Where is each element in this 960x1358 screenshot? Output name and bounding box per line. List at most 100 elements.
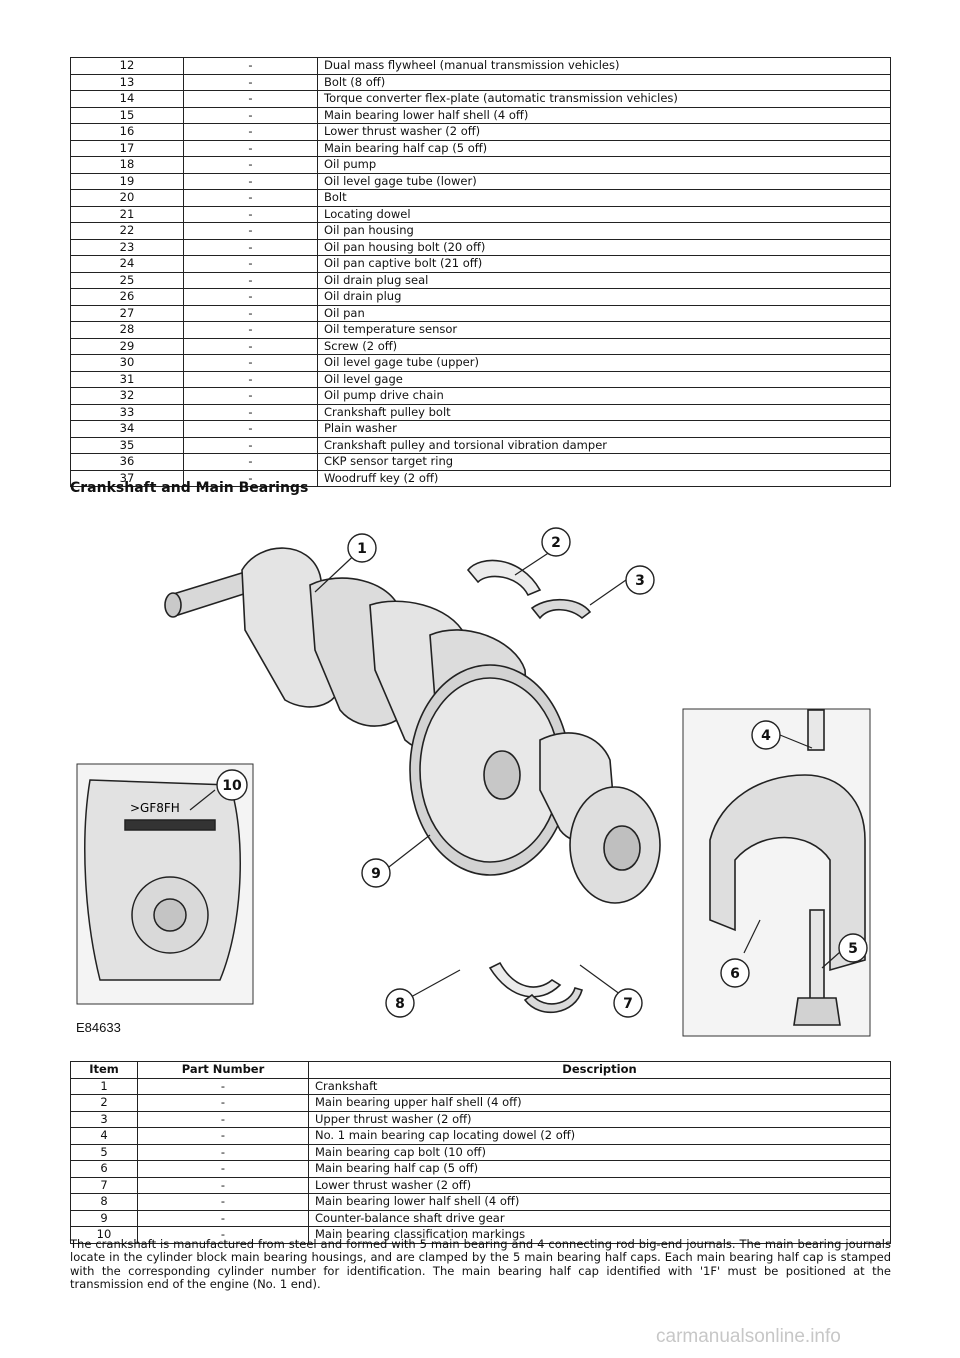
table-row: 34-Plain washer [70,420,891,438]
table-row: 14-Torque converter flex-plate (automati… [70,90,891,108]
description-cell: Crankshaft pulley bolt [317,403,891,421]
table-row: 30-Oil level gage tube (upper) [70,354,891,372]
table-row: 16-Lower thrust washer (2 off) [70,123,891,141]
part-number-cell: - [137,1077,309,1095]
table-row: 29-Screw (2 off) [70,337,891,355]
table-row: 22-Oil pan housing [70,222,891,240]
part-number-cell: - [183,304,318,322]
item-number-cell: 27 [70,304,184,322]
part-number-cell: - [183,420,318,438]
description-cell: Oil pump drive chain [317,387,891,405]
part-number-cell: - [137,1193,309,1211]
item-number-cell: 26 [70,288,184,306]
callout-label: 10 [222,778,242,794]
table-row: 3-Upper thrust washer (2 off) [70,1110,891,1128]
item-number-cell: 6 [70,1160,138,1178]
part-number-cell: - [183,205,318,223]
part-number-cell: - [137,1209,309,1227]
description-cell: Oil drain plug [317,288,891,306]
item-number-cell: 20 [70,189,184,207]
table-row: 1-Crankshaft [70,1077,891,1095]
part-number-cell: - [183,453,318,471]
description-cell: Bolt (8 off) [317,73,891,91]
table-row: 27-Oil pan [70,304,891,322]
callout-label: 7 [623,996,633,1012]
part-number-cell: - [183,403,318,421]
description-cell: Main bearing lower half shell (4 off) [317,106,891,124]
part-number-cell: - [183,123,318,141]
figure-id: E84633 [76,1020,121,1035]
table-row: 19-Oil level gage tube (lower) [70,172,891,190]
item-number-cell: 14 [70,90,184,108]
table-row: 6-Main bearing half cap (5 off) [70,1160,891,1178]
item-number-cell: 34 [70,420,184,438]
crankshaft-drawing [164,547,661,904]
item-number-cell: 12 [70,57,184,75]
table-row: 25-Oil drain plug seal [70,271,891,289]
part-number-cell: - [183,189,318,207]
bearing-shells-drawing [466,559,592,1014]
item-number-cell: 37 [70,469,184,487]
description-cell: Main bearing upper half shell (4 off) [308,1094,891,1112]
description-cell: Oil pump [317,156,891,174]
part-number-cell: - [183,172,318,190]
item-number-cell: 13 [70,73,184,91]
table-row: 37-Woodruff key (2 off) [70,469,891,487]
part-number-cell: - [183,387,318,405]
description-cell: Oil drain plug seal [317,271,891,289]
table-row: 35-Crankshaft pulley and torsional vibra… [70,436,891,454]
item-number-cell: 4 [70,1127,138,1145]
table-row: 26-Oil drain plug [70,288,891,306]
description-cell: Woodruff key (2 off) [317,469,891,487]
part-number-cell: - [183,337,318,355]
callout-circles [216,527,868,1018]
crankshaft-parts-table: Item Part Number Description 1-Crankshaf… [70,1061,891,1244]
table-row: 21-Locating dowel [70,205,891,223]
part-number-cell: - [183,354,318,372]
part-number-cell: - [137,1226,309,1244]
description-cell: Main bearing half cap (5 off) [308,1160,891,1178]
table-row: 28-Oil temperature sensor [70,321,891,339]
description-cell: Oil level gage tube (lower) [317,172,891,190]
marking-drawing [84,779,241,981]
description-cell: Torque converter flex-plate (automatic t… [317,90,891,108]
header-description: Description [308,1061,891,1079]
table-row: 8-Main bearing lower half shell (4 off) [70,1193,891,1211]
item-number-cell: 9 [70,1209,138,1227]
part-number-cell: - [183,436,318,454]
description-cell: Oil pan housing bolt (20 off) [317,238,891,256]
table-row: 10-Main bearing classification markings [70,1226,891,1244]
callout-label: 4 [761,728,771,744]
item-number-cell: 19 [70,172,184,190]
crankshaft-exploded-diagram: >GF8FH 1 2 3 4 5 6 7 8 9 10 E84633 [76,527,871,1037]
description-cell: Locating dowel [317,205,891,223]
part-number-cell: - [183,288,318,306]
description-cell: Crankshaft [308,1077,891,1095]
description-cell: Lower thrust washer (2 off) [308,1176,891,1194]
item-number-cell: 29 [70,337,184,355]
item-number-cell: 1 [70,1077,138,1095]
part-number-cell: - [183,370,318,388]
header-part-number: Part Number [137,1061,309,1079]
description-cell: Crankshaft pulley and torsional vibratio… [317,436,891,454]
part-number-cell: - [183,238,318,256]
description-cell: Oil temperature sensor [317,321,891,339]
parts-table-body: 12 - Dual mass flywheel (manual transmissi… [70,57,891,487]
part-number-cell: - [183,90,318,108]
description-paragraph: The crankshaft is manufactured from stee… [70,1237,891,1292]
description-cell: Dual mass flywheel (manual transmission … [317,57,891,75]
item-number-cell: 22 [70,222,184,240]
part-number-cell: - [137,1160,309,1178]
description-cell: Lower thrust washer (2 off) [317,123,891,141]
header-item: Item [70,1061,138,1079]
table-row: 2-Main bearing upper half shell (4 off) [70,1094,891,1112]
description-cell: Main bearing half cap (5 off) [317,139,891,157]
item-number-cell: 32 [70,387,184,405]
table-row: 9-Counter-balance shaft drive gear [70,1209,891,1227]
part-marking-text: >GF8FH [130,801,180,815]
watermark: carmanualsonline.info [656,1326,841,1347]
table-row: 18-Oil pump [70,156,891,174]
table-row: 15-Main bearing lower half shell (4 off) [70,106,891,124]
table-row: 32-Oil pump drive chain [70,387,891,405]
